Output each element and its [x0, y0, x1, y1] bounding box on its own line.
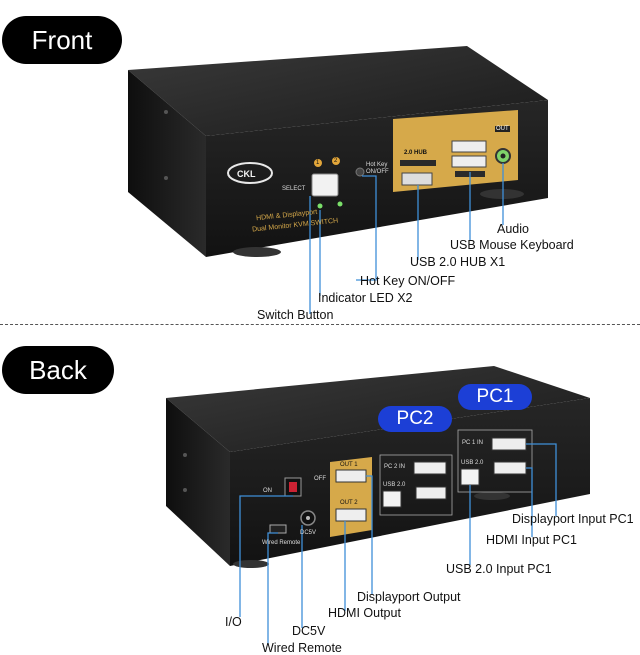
usb20-a-label: USB 2.0	[383, 482, 406, 488]
out2-label: OUT 2	[340, 500, 358, 506]
callout-hdmi-output: HDMI Output	[328, 606, 401, 620]
front-callout-lines	[309, 163, 504, 314]
hotkey-device-label: Hot Key ON/OFF	[366, 162, 389, 175]
callout-io: I/O	[225, 615, 242, 629]
callout-switch-button: Switch Button	[257, 308, 334, 322]
callout-usb-mouse-keyboard: USB Mouse Keyboard	[450, 238, 574, 252]
usb20-b-label: USB 2.0	[461, 460, 484, 466]
out1-label: OUT 1	[340, 462, 358, 468]
port-num-1: 1	[316, 160, 320, 166]
pc1-badge: PC1	[458, 384, 532, 410]
pc1-in-label: PC 1 IN	[462, 440, 484, 446]
brand-logo: CKL	[237, 169, 256, 179]
callout-wired-remote: Wired Remote	[262, 641, 342, 655]
callout-hdmi-input-pc1: HDMI Input PC1	[486, 533, 578, 547]
off-label: OFF	[314, 476, 326, 482]
pc2-in-label: PC 2 IN	[384, 464, 406, 470]
callout-dp-input-pc1: Displayport Input PC1	[512, 512, 634, 526]
front-device	[128, 46, 548, 257]
port-num-2: 2	[334, 158, 338, 164]
dc5v-device-label: DC5V	[300, 530, 317, 536]
select-label: SELECT	[282, 186, 306, 192]
callout-audio: Audio	[497, 222, 529, 236]
out-device-label: OUT	[495, 126, 510, 132]
back-callout-lines	[239, 443, 557, 645]
wired-remote-device-label: Wired Remote	[262, 540, 301, 546]
back-section-title: Back	[2, 346, 114, 394]
callout-indicator-led: Indicator LED X2	[318, 291, 413, 305]
callout-hotkey: Hot Key ON/OFF	[360, 274, 456, 288]
callout-dc5v: DC5V	[292, 624, 326, 638]
on-label: ON	[263, 488, 272, 494]
callout-usb-input-pc1: USB 2.0 Input PC1	[446, 562, 552, 576]
callout-dp-output: Displayport Output	[357, 590, 461, 604]
pc2-badge: PC2	[378, 406, 452, 432]
callout-usb-hub: USB 2.0 HUB X1	[410, 255, 506, 269]
section-divider	[0, 324, 640, 325]
hub-device-label: 2.0 HUB	[404, 150, 428, 156]
front-section-title: Front	[2, 16, 122, 64]
